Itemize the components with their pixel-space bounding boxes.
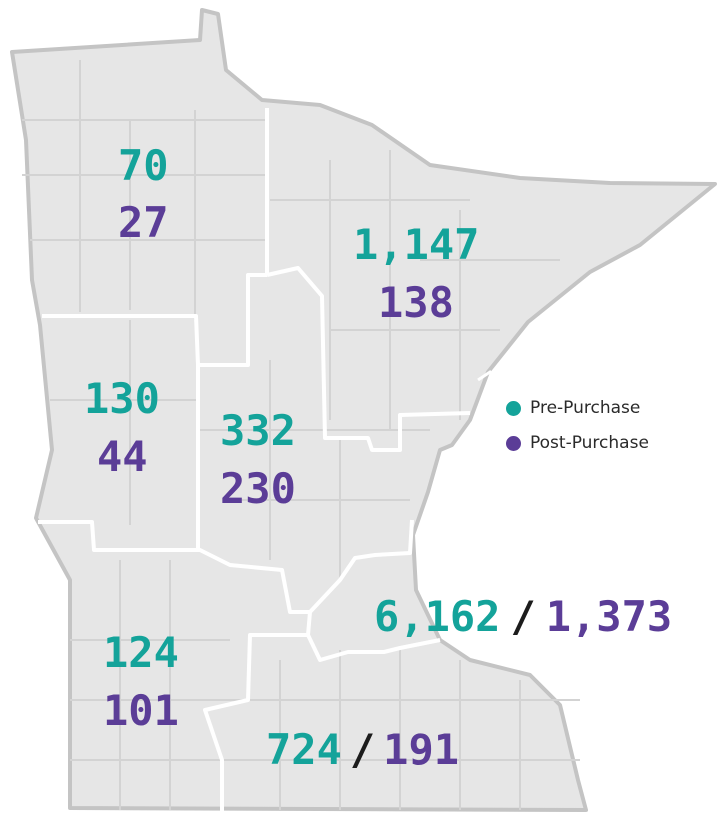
legend-post-purchase: Post-Purchase <box>506 433 649 453</box>
southwest-pre-purchase: 124 <box>103 628 179 677</box>
central-post-purchase: 230 <box>220 464 296 513</box>
southwest-post-purchase: 101 <box>103 686 179 735</box>
metro-pre-purchase: 6,162 <box>374 592 501 641</box>
legend-pre-purchase: Pre-Purchase <box>506 398 640 418</box>
metro-post-purchase: 1,373 <box>545 592 673 641</box>
northwest-westcentral-boundary <box>42 273 267 367</box>
southeast-pre-purchase: 724 <box>266 725 342 774</box>
southeast-post-purchase: 191 <box>383 725 460 774</box>
northeast-central-boundary <box>266 266 471 452</box>
central-pre-purchase: 332 <box>220 406 296 455</box>
northwest-pre-purchase: 70 <box>118 141 169 190</box>
legend-pre-label: Pre-Purchase <box>530 398 641 418</box>
westcentral-pre-purchase: 130 <box>84 374 160 423</box>
county-lines <box>22 60 580 810</box>
northeast-pre-purchase: 1,147 <box>353 220 480 269</box>
northeast-post-purchase: 138 <box>378 278 454 327</box>
pre-purchase-dot-icon <box>506 400 521 416</box>
region-boundaries <box>38 108 471 812</box>
central-metro-boundary <box>308 519 414 614</box>
post-purchase-dot-icon <box>506 435 521 451</box>
legend-post-label: Post-Purchase <box>530 433 649 453</box>
metro-southeast-boundary <box>306 634 441 662</box>
southeast-counts: 724/191 <box>266 729 459 771</box>
state-outline <box>10 8 717 812</box>
metro-separator: / <box>510 592 536 641</box>
shoreline-detail <box>477 370 500 382</box>
westcentral-post-purchase: 44 <box>97 432 148 481</box>
metro-counts: 6,162/1,373 <box>374 596 672 638</box>
northwest-post-purchase: 27 <box>118 198 169 247</box>
westcentral-south-boundary <box>38 520 310 614</box>
southeast-separator: / <box>349 725 376 774</box>
